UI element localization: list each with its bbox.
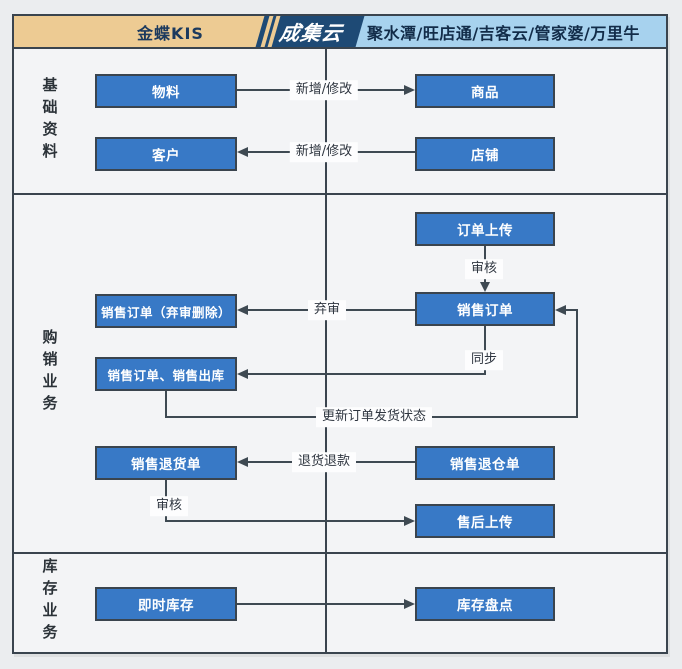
arrowhead-right-icon <box>404 599 415 609</box>
node-sales-order-outbound: 销售订单、销售出库 <box>95 357 237 391</box>
connector-inventory-check <box>237 603 405 605</box>
node-aftersales-upload: 售后上传 <box>415 504 555 538</box>
section-label-purchase-sales: 购销业务 <box>40 328 59 417</box>
center-divider <box>325 49 327 652</box>
arrowhead-left-icon <box>237 369 248 379</box>
node-store: 店铺 <box>415 137 555 171</box>
diagram-frame: 金蝶KIS 聚水潭/旺店通/吉客云/管家婆/万里牛 成集云 基础资料 购销业务 … <box>12 14 668 654</box>
connector-updatestatus-up <box>576 310 578 418</box>
connector-sync-vertical <box>484 326 486 374</box>
arrowhead-left-icon <box>237 147 248 157</box>
edge-label-audit-1: 审核 <box>464 259 504 279</box>
section-label-basic-data: 基础资料 <box>40 77 59 165</box>
header-right-cell: 聚水潭/旺店通/吉客云/管家婆/万里牛 <box>327 16 666 47</box>
edge-label-audit-2: 审核 <box>149 496 189 516</box>
node-sales-return-warehouse-order: 销售退仓单 <box>415 446 555 480</box>
arrowhead-left-icon <box>237 305 248 315</box>
arrowhead-left-icon <box>555 305 566 315</box>
chengjiyun-logo: 成集云 <box>255 16 365 47</box>
section-label-inventory: 库存业务 <box>40 558 59 646</box>
connector-updatestatus-down <box>165 391 167 417</box>
arrowhead-down-icon <box>480 282 490 292</box>
node-sales-return-order: 销售退货单 <box>95 446 237 480</box>
node-realtime-inventory: 即时库存 <box>95 587 237 621</box>
connector-updatestatus-into <box>566 309 578 311</box>
node-materials: 物料 <box>95 74 237 108</box>
edge-label-return-refund: 退货退款 <box>291 452 357 472</box>
arrowhead-left-icon <box>237 457 248 467</box>
node-order-upload: 订单上传 <box>415 212 555 246</box>
node-customer: 客户 <box>95 137 237 171</box>
arrowhead-right-icon <box>404 85 415 95</box>
chengjiyun-logo-text: 成集云 <box>277 21 345 45</box>
section-divider-2 <box>14 552 666 554</box>
arrowhead-right-icon <box>404 516 415 526</box>
connector-sync-horizontal <box>248 373 486 375</box>
diagram-header: 金蝶KIS 聚水潭/旺店通/吉客云/管家婆/万里牛 成集云 <box>14 16 666 49</box>
node-product: 商品 <box>415 74 555 108</box>
edge-label-discard-audit: 弃审 <box>307 300 347 320</box>
edge-label-add-modify-2: 新增/修改 <box>289 142 359 162</box>
edge-label-update-ship-status: 更新订单发货状态 <box>315 407 433 427</box>
connector-audit2-across <box>165 520 404 522</box>
platforms-label: 聚水潭/旺店通/吉客云/管家婆/万里牛 <box>367 23 640 43</box>
node-inventory-check: 库存盘点 <box>415 587 555 621</box>
node-sales-order-discard-delete: 销售订单（弃审删除） <box>95 294 237 328</box>
section-divider-1 <box>14 193 666 195</box>
edge-label-sync: 同步 <box>464 350 504 370</box>
system-kingdee-kis-label: 金蝶KIS <box>137 23 204 43</box>
node-sales-order: 销售订单 <box>415 292 555 326</box>
edge-label-add-modify-1: 新增/修改 <box>289 80 359 100</box>
